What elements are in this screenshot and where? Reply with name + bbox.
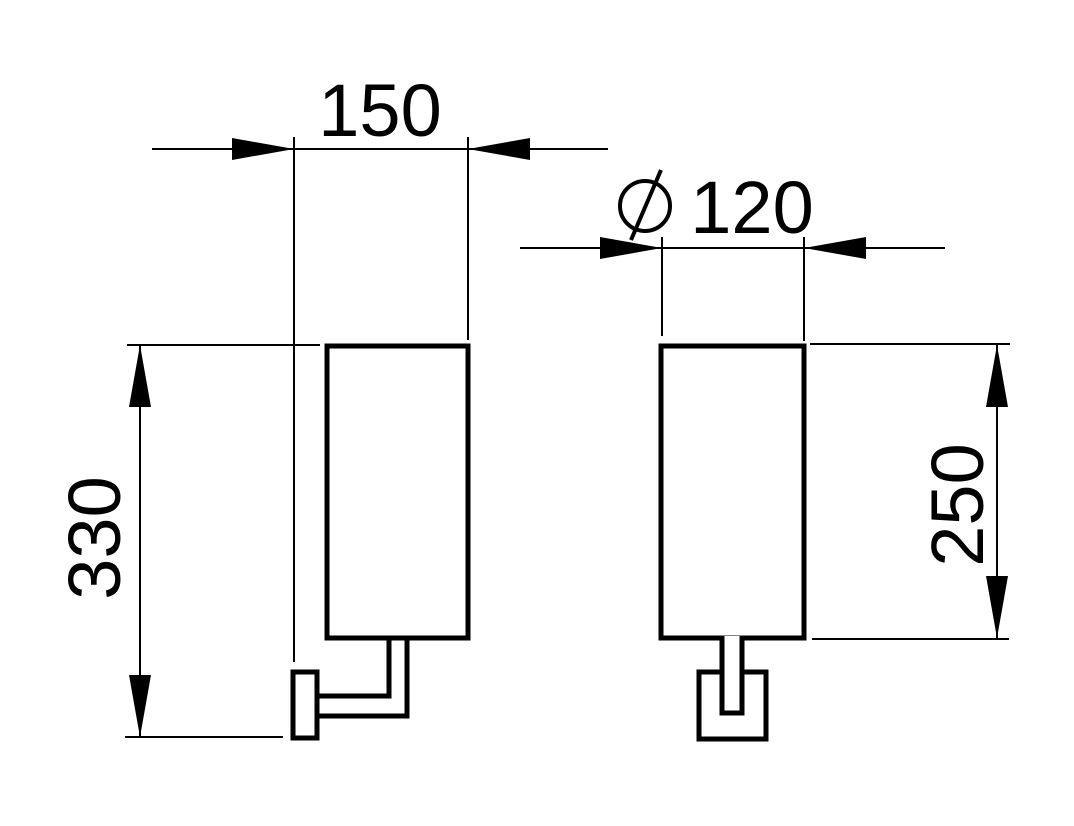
front-view [658,343,807,742]
diameter-icon [618,169,672,241]
wall-plate-side [290,669,320,741]
dimension-shade-height: 250 [810,343,1010,640]
side-view [290,343,471,741]
arrowhead-icon [468,138,530,160]
arrowhead-icon [232,138,294,160]
shade-outline-side [324,343,471,641]
arrowhead-icon [804,237,866,259]
dim-label-shade-height: 250 [916,443,999,566]
arrowhead-icon [129,675,151,737]
dimension-total-height: 330 [53,344,320,738]
dim-label-depth: 150 [318,69,441,152]
mounting-arm [317,638,410,719]
arrowhead-icon [600,237,662,259]
arrowhead-icon [986,345,1008,407]
arrowhead-icon [129,345,151,407]
stem-front [719,636,745,716]
shade-outline-front [658,343,807,641]
dimension-diameter: 120 [520,166,945,341]
dim-label-total-height: 330 [53,476,136,599]
dim-label-diameter: 120 [690,166,813,249]
arrowhead-icon [986,576,1008,638]
dimension-depth: 150 [152,69,608,662]
